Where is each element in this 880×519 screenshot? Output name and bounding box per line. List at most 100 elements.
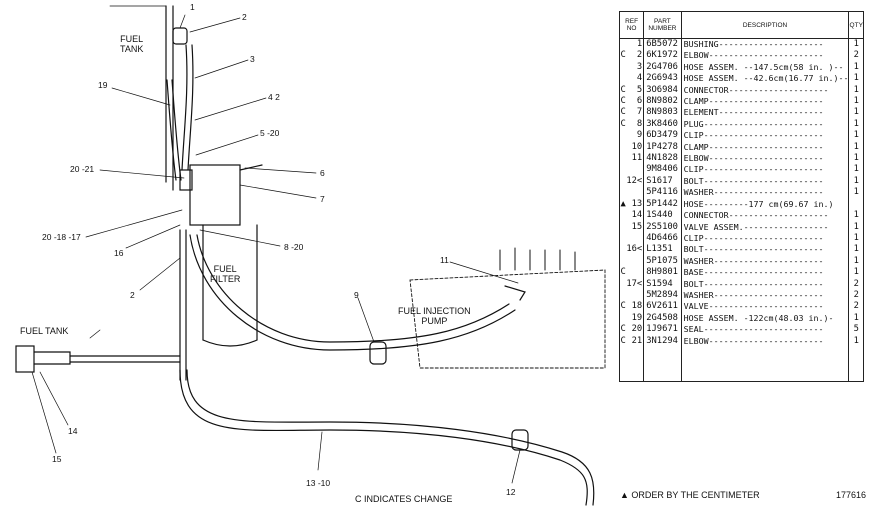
quantity: 1 — [853, 335, 859, 346]
change-marker: C — [620, 50, 626, 61]
description: PLUG------------------------ — [681, 118, 850, 131]
change-marker: C — [620, 96, 626, 107]
change-marker: C — [620, 335, 626, 346]
quantity: 1 — [853, 267, 859, 278]
ref-no: 21 — [626, 335, 645, 347]
ref-no: 2 — [626, 50, 645, 62]
ref-no: 19 — [626, 312, 645, 325]
description: BOLT------------------------ — [681, 244, 850, 256]
change-marker: C — [620, 267, 626, 278]
part-number — [643, 369, 682, 382]
part-number: 5P4116 — [643, 187, 682, 199]
quantity: 1 — [853, 107, 859, 118]
part-number: 3N1294 — [643, 335, 682, 347]
callout-2: 2 — [242, 12, 247, 22]
part-number: 6K1972 — [643, 50, 682, 62]
quantity — [849, 370, 864, 382]
quantity: 1 — [853, 73, 859, 84]
quantity: 5 — [853, 324, 859, 335]
description: CONNECTOR-------------------- — [681, 210, 850, 222]
description: ELBOW----------------------- — [681, 50, 850, 62]
quantity: 2 — [853, 301, 859, 312]
change-marker — [620, 244, 627, 255]
part-number: 8H9801 — [643, 267, 682, 279]
change-marker: C — [620, 84, 626, 95]
part-number: 5P1075 — [643, 255, 682, 268]
callout-20-21: 20 -21 — [70, 164, 95, 174]
callout-11: 11 — [440, 255, 449, 265]
part-number: 1P4278 — [643, 141, 682, 154]
table-row — [620, 346, 864, 359]
ref-no: 5 — [626, 84, 645, 97]
description: CONNECTOR-------------------- — [681, 84, 850, 97]
quantity: 1 — [853, 130, 859, 141]
part-number: 6V2611 — [643, 301, 682, 313]
description: HOSE ASSEM. --147.5cm(58 in. )-- — [681, 61, 850, 74]
figure-number: 177616 — [836, 490, 867, 500]
description: VALVE----------------------- — [681, 301, 850, 313]
part-number: 6D3479 — [643, 130, 682, 142]
ref-no: 16< — [626, 244, 645, 256]
description: BOLT------------------------ — [681, 175, 850, 188]
description: HOSE ASSEM. -122cm(48.03 in.)- — [681, 312, 850, 325]
callout-3: 3 — [250, 54, 255, 64]
change-marker — [620, 210, 627, 221]
fuel-filter-label: FUEL FILTER — [210, 264, 241, 284]
change-marker — [620, 222, 627, 233]
part-number: 3K8460 — [643, 118, 682, 131]
change-marker: ▲ — [620, 198, 626, 209]
description: SEAL------------------------ — [681, 324, 850, 336]
description: WASHER---------------------- — [681, 255, 850, 268]
quantity: 1 — [853, 187, 859, 198]
ref-no: 8 — [626, 118, 645, 131]
fuel-tank-left-label: FUEL TANK — [20, 326, 69, 336]
callout-16: 16 — [114, 248, 124, 258]
part-number: 5P1442 — [643, 198, 682, 211]
change-marker — [620, 290, 627, 301]
part-number: 2G4706 — [643, 61, 682, 74]
change-marker — [620, 164, 627, 175]
part-number: 4D6466 — [643, 232, 682, 245]
callout-19: 19 — [98, 80, 108, 90]
callout-7: 7 — [320, 194, 325, 204]
quantity: 1 — [853, 96, 859, 107]
description: HOSE---------177 cm(69.67 in.) — [681, 198, 850, 211]
callout-9: 9 — [354, 290, 359, 300]
callout-4-2: 4 2 — [268, 92, 280, 102]
part-number: 3O6984 — [643, 84, 682, 97]
header-ref-no: REF NO — [618, 11, 645, 39]
quantity: 1 — [853, 175, 859, 186]
fuel-injection-pump-label: FUEL INJECTION PUMP — [398, 306, 471, 326]
description: CLAMP----------------------- — [681, 96, 850, 108]
quantity: 2 — [853, 278, 859, 289]
ref-no: 15 — [626, 221, 645, 233]
ref-no — [626, 267, 645, 279]
part-number: L1351 — [643, 244, 682, 256]
change-marker — [620, 73, 627, 84]
change-marker — [620, 279, 627, 290]
ref-no: 13 — [626, 198, 645, 211]
ref-no: 1 — [626, 38, 645, 51]
change-marker — [620, 233, 627, 244]
ref-no: 6 — [626, 96, 645, 108]
ref-no: 14 — [626, 210, 645, 222]
part-number: 1S440 — [643, 210, 682, 222]
description: BUSHING--------------------- — [681, 38, 850, 51]
description — [681, 346, 850, 359]
fuel-tank-top-label: FUEL TANK — [120, 34, 144, 54]
change-note: C INDICATES CHANGE — [355, 494, 453, 504]
